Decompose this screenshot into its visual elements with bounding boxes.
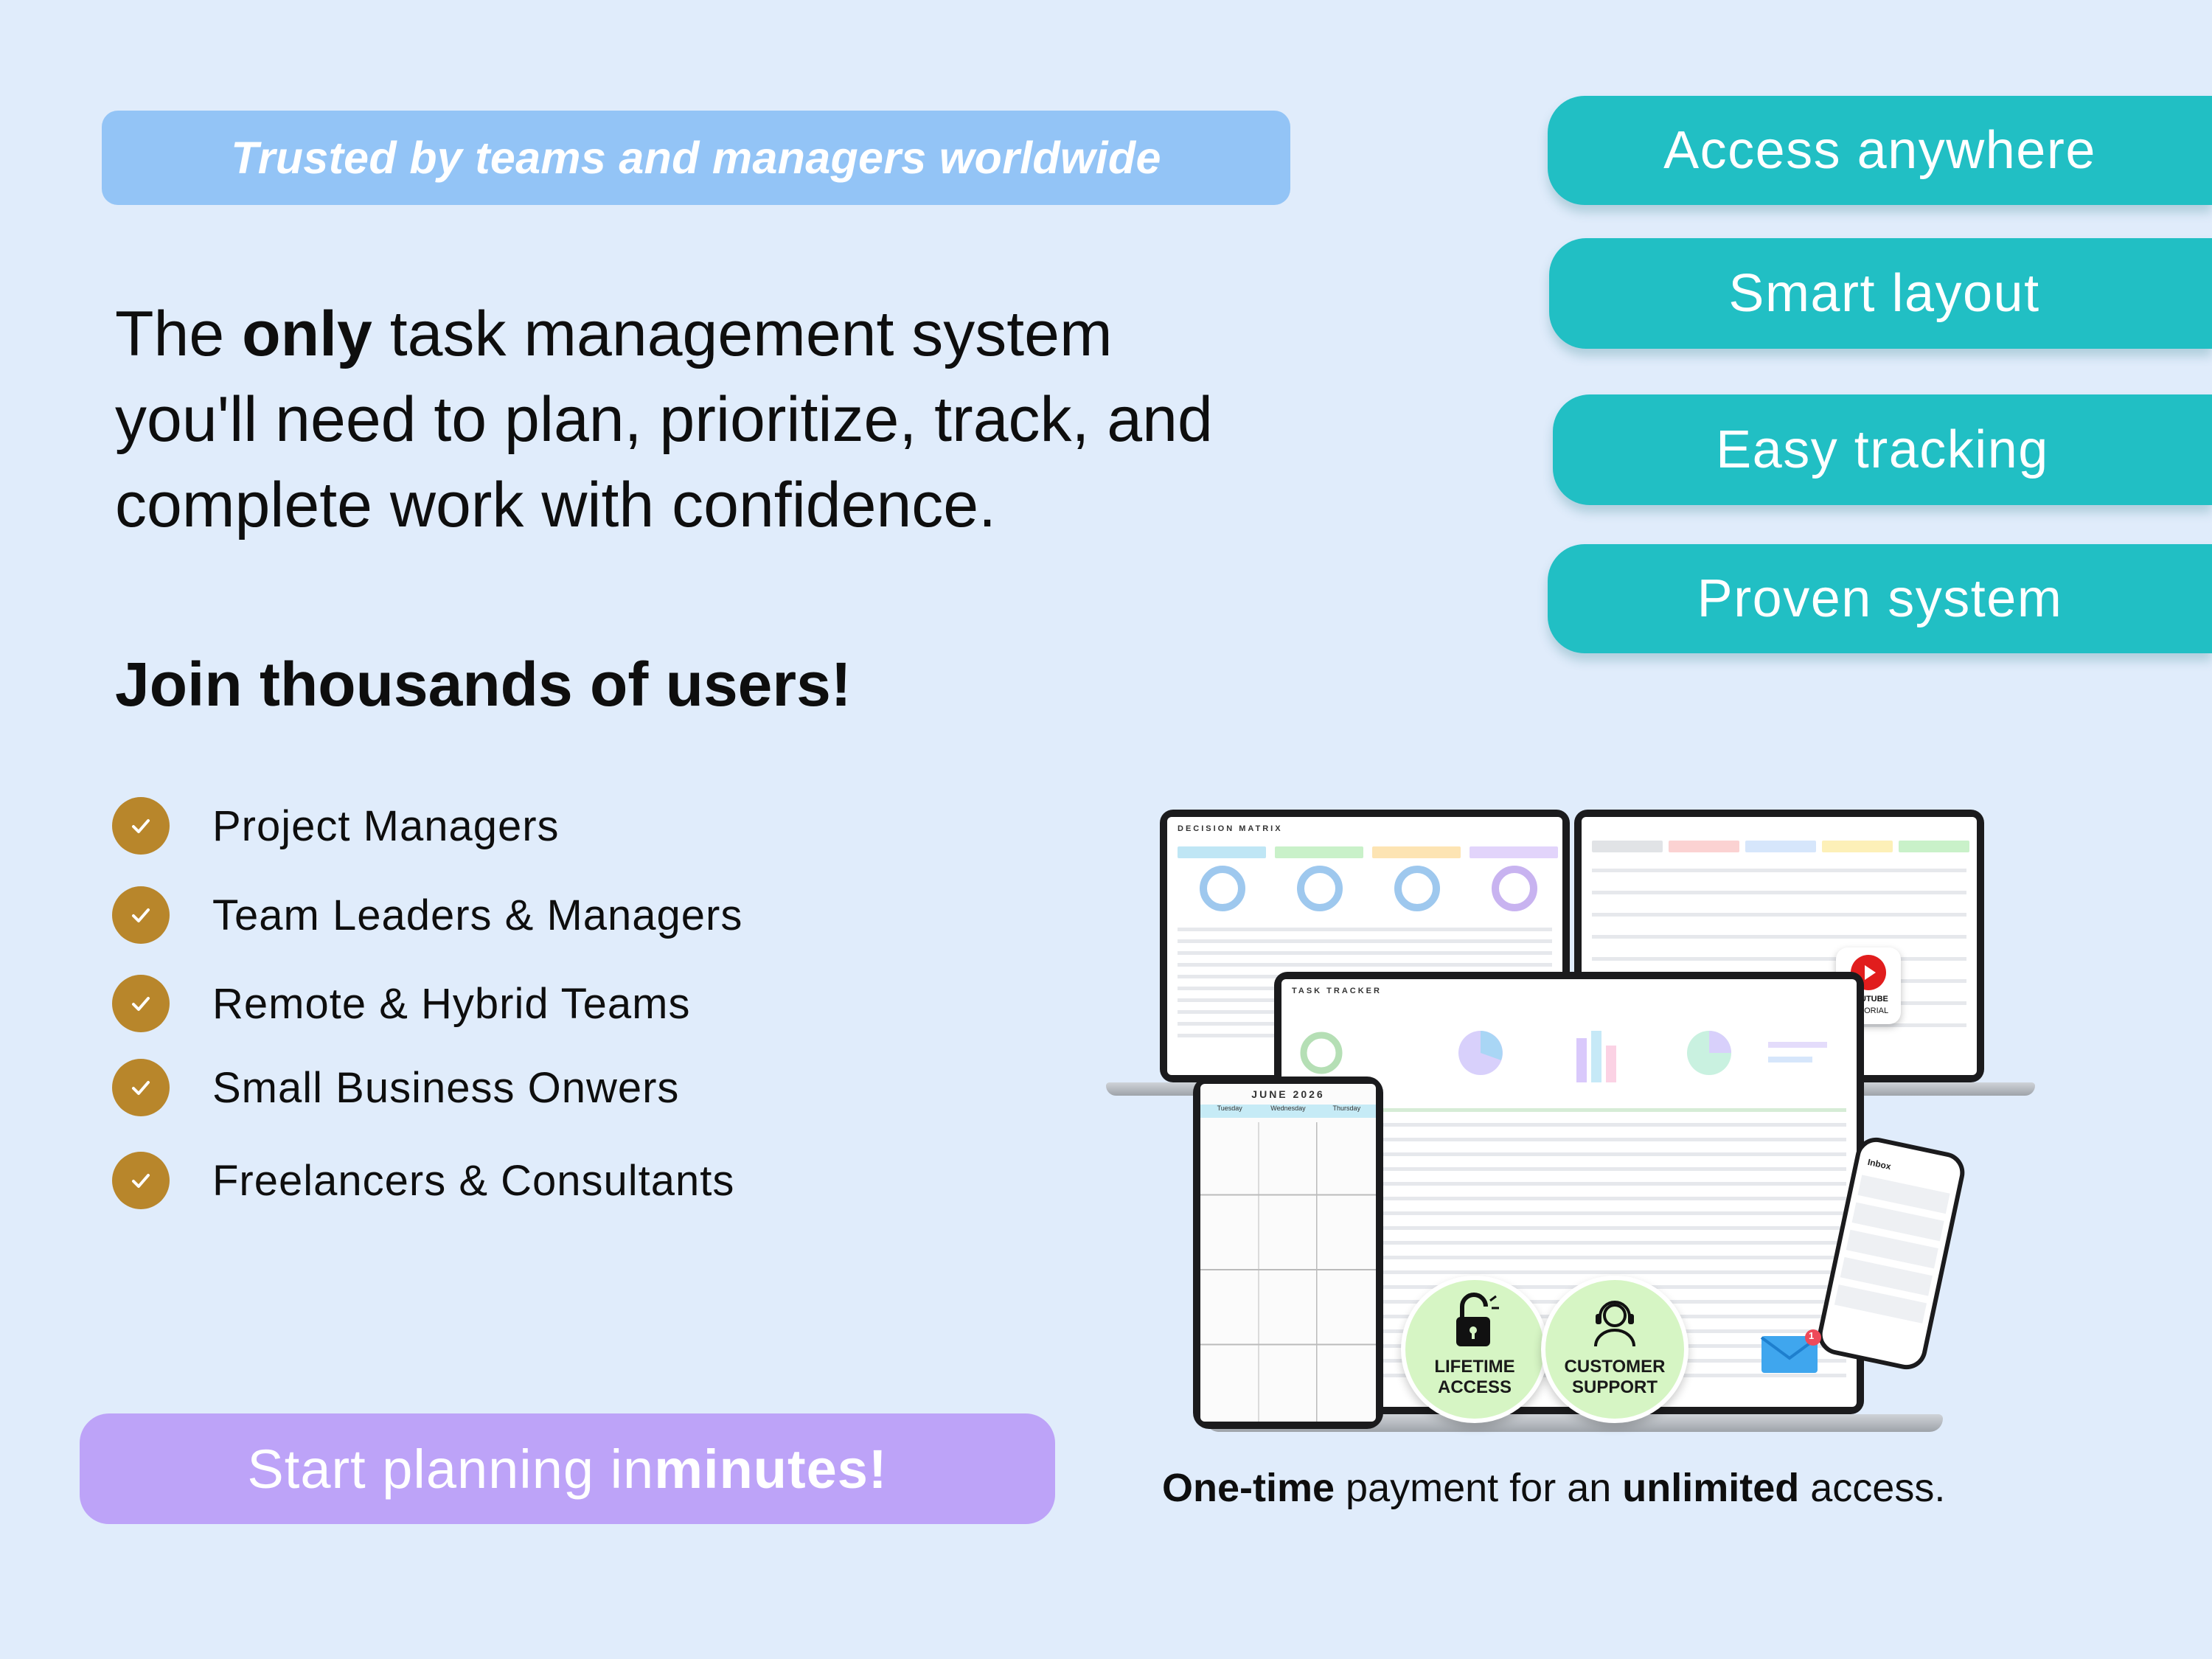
audience-item: Project Managers <box>112 796 560 855</box>
calendar-tablet: JUNE 2026 Tuesday Wednesday Thursday <box>1193 1077 1383 1429</box>
unlock-icon <box>1456 1293 1499 1346</box>
audience-label: Small Business Onwers <box>212 1063 680 1112</box>
audience-item: Small Business Onwers <box>112 1058 679 1117</box>
trust-banner: Trusted by teams and managers worldwide <box>102 111 1290 205</box>
audience-label: Freelancers & Consultants <box>212 1156 735 1205</box>
lifetime-access-badge: LIFETIME ACCESS <box>1401 1276 1548 1423</box>
audience-label: Team Leaders & Managers <box>212 891 743 939</box>
dashboard-charts <box>1300 1031 1827 1082</box>
check-icon <box>112 886 170 944</box>
audience-label: Project Managers <box>212 801 560 850</box>
feature-pill-easy-tracking: Easy tracking <box>1553 394 2212 505</box>
feature-pill-access-anywhere: Access anywhere <box>1548 96 2212 205</box>
audience-item: Team Leaders & Managers <box>112 886 742 945</box>
feature-pill-proven-system: Proven system <box>1548 544 2212 653</box>
headset-icon <box>1594 1301 1635 1347</box>
check-icon <box>112 1059 170 1116</box>
calendar-day-header: Tuesday Wednesday Thursday <box>1200 1105 1376 1118</box>
trust-banner-text: Trusted by teams and managers worldwide <box>231 133 1161 183</box>
headline-emphasis: only <box>242 299 372 369</box>
feature-pill-smart-layout: Smart layout <box>1549 238 2212 349</box>
mail-icon: 1 <box>1760 1329 1823 1374</box>
payment-note: One-time payment for an unlimited access… <box>1162 1466 1946 1510</box>
feature-label: Proven system <box>1697 569 2063 628</box>
donut-charts <box>1200 866 1537 911</box>
headline-line-3: complete work with confidence. <box>115 470 997 540</box>
start-planning-button[interactable]: Start planning in minutes! <box>80 1413 1055 1524</box>
device-mockups: DECISION MATRIX <box>1099 804 2042 1438</box>
audience-label: Remote & Hybrid Teams <box>212 979 691 1028</box>
check-icon <box>112 1152 170 1209</box>
cta-emphasis: minutes! <box>654 1438 888 1500</box>
feature-label: Smart layout <box>1728 264 2040 323</box>
join-heading: Join thousands of users! <box>115 650 852 719</box>
task-tracker-title: TASK TRACKER <box>1292 987 1382 995</box>
phone-inbox-title: Inbox <box>1866 1156 1892 1172</box>
customer-support-badge: CUSTOMER SUPPORT <box>1541 1276 1688 1423</box>
check-icon <box>112 975 170 1032</box>
decision-matrix-title: DECISION MATRIX <box>1178 824 1283 833</box>
audience-item: Freelancers & Consultants <box>112 1151 734 1210</box>
audience-item: Remote & Hybrid Teams <box>112 974 691 1033</box>
calendar-grid <box>1200 1122 1376 1422</box>
mail-count: 1 <box>1809 1330 1815 1341</box>
headline: The only task management system you'll n… <box>115 291 1324 548</box>
feature-label: Access anywhere <box>1663 121 2096 180</box>
calendar-title: JUNE 2026 <box>1251 1088 1325 1100</box>
check-icon <box>112 797 170 855</box>
headline-line-1: The only task management system <box>115 299 1113 369</box>
headline-line-2: you'll need to plan, prioritize, track, … <box>115 384 1213 455</box>
feature-label: Easy tracking <box>1716 420 2049 479</box>
cta-text: Start planning in <box>247 1438 655 1500</box>
